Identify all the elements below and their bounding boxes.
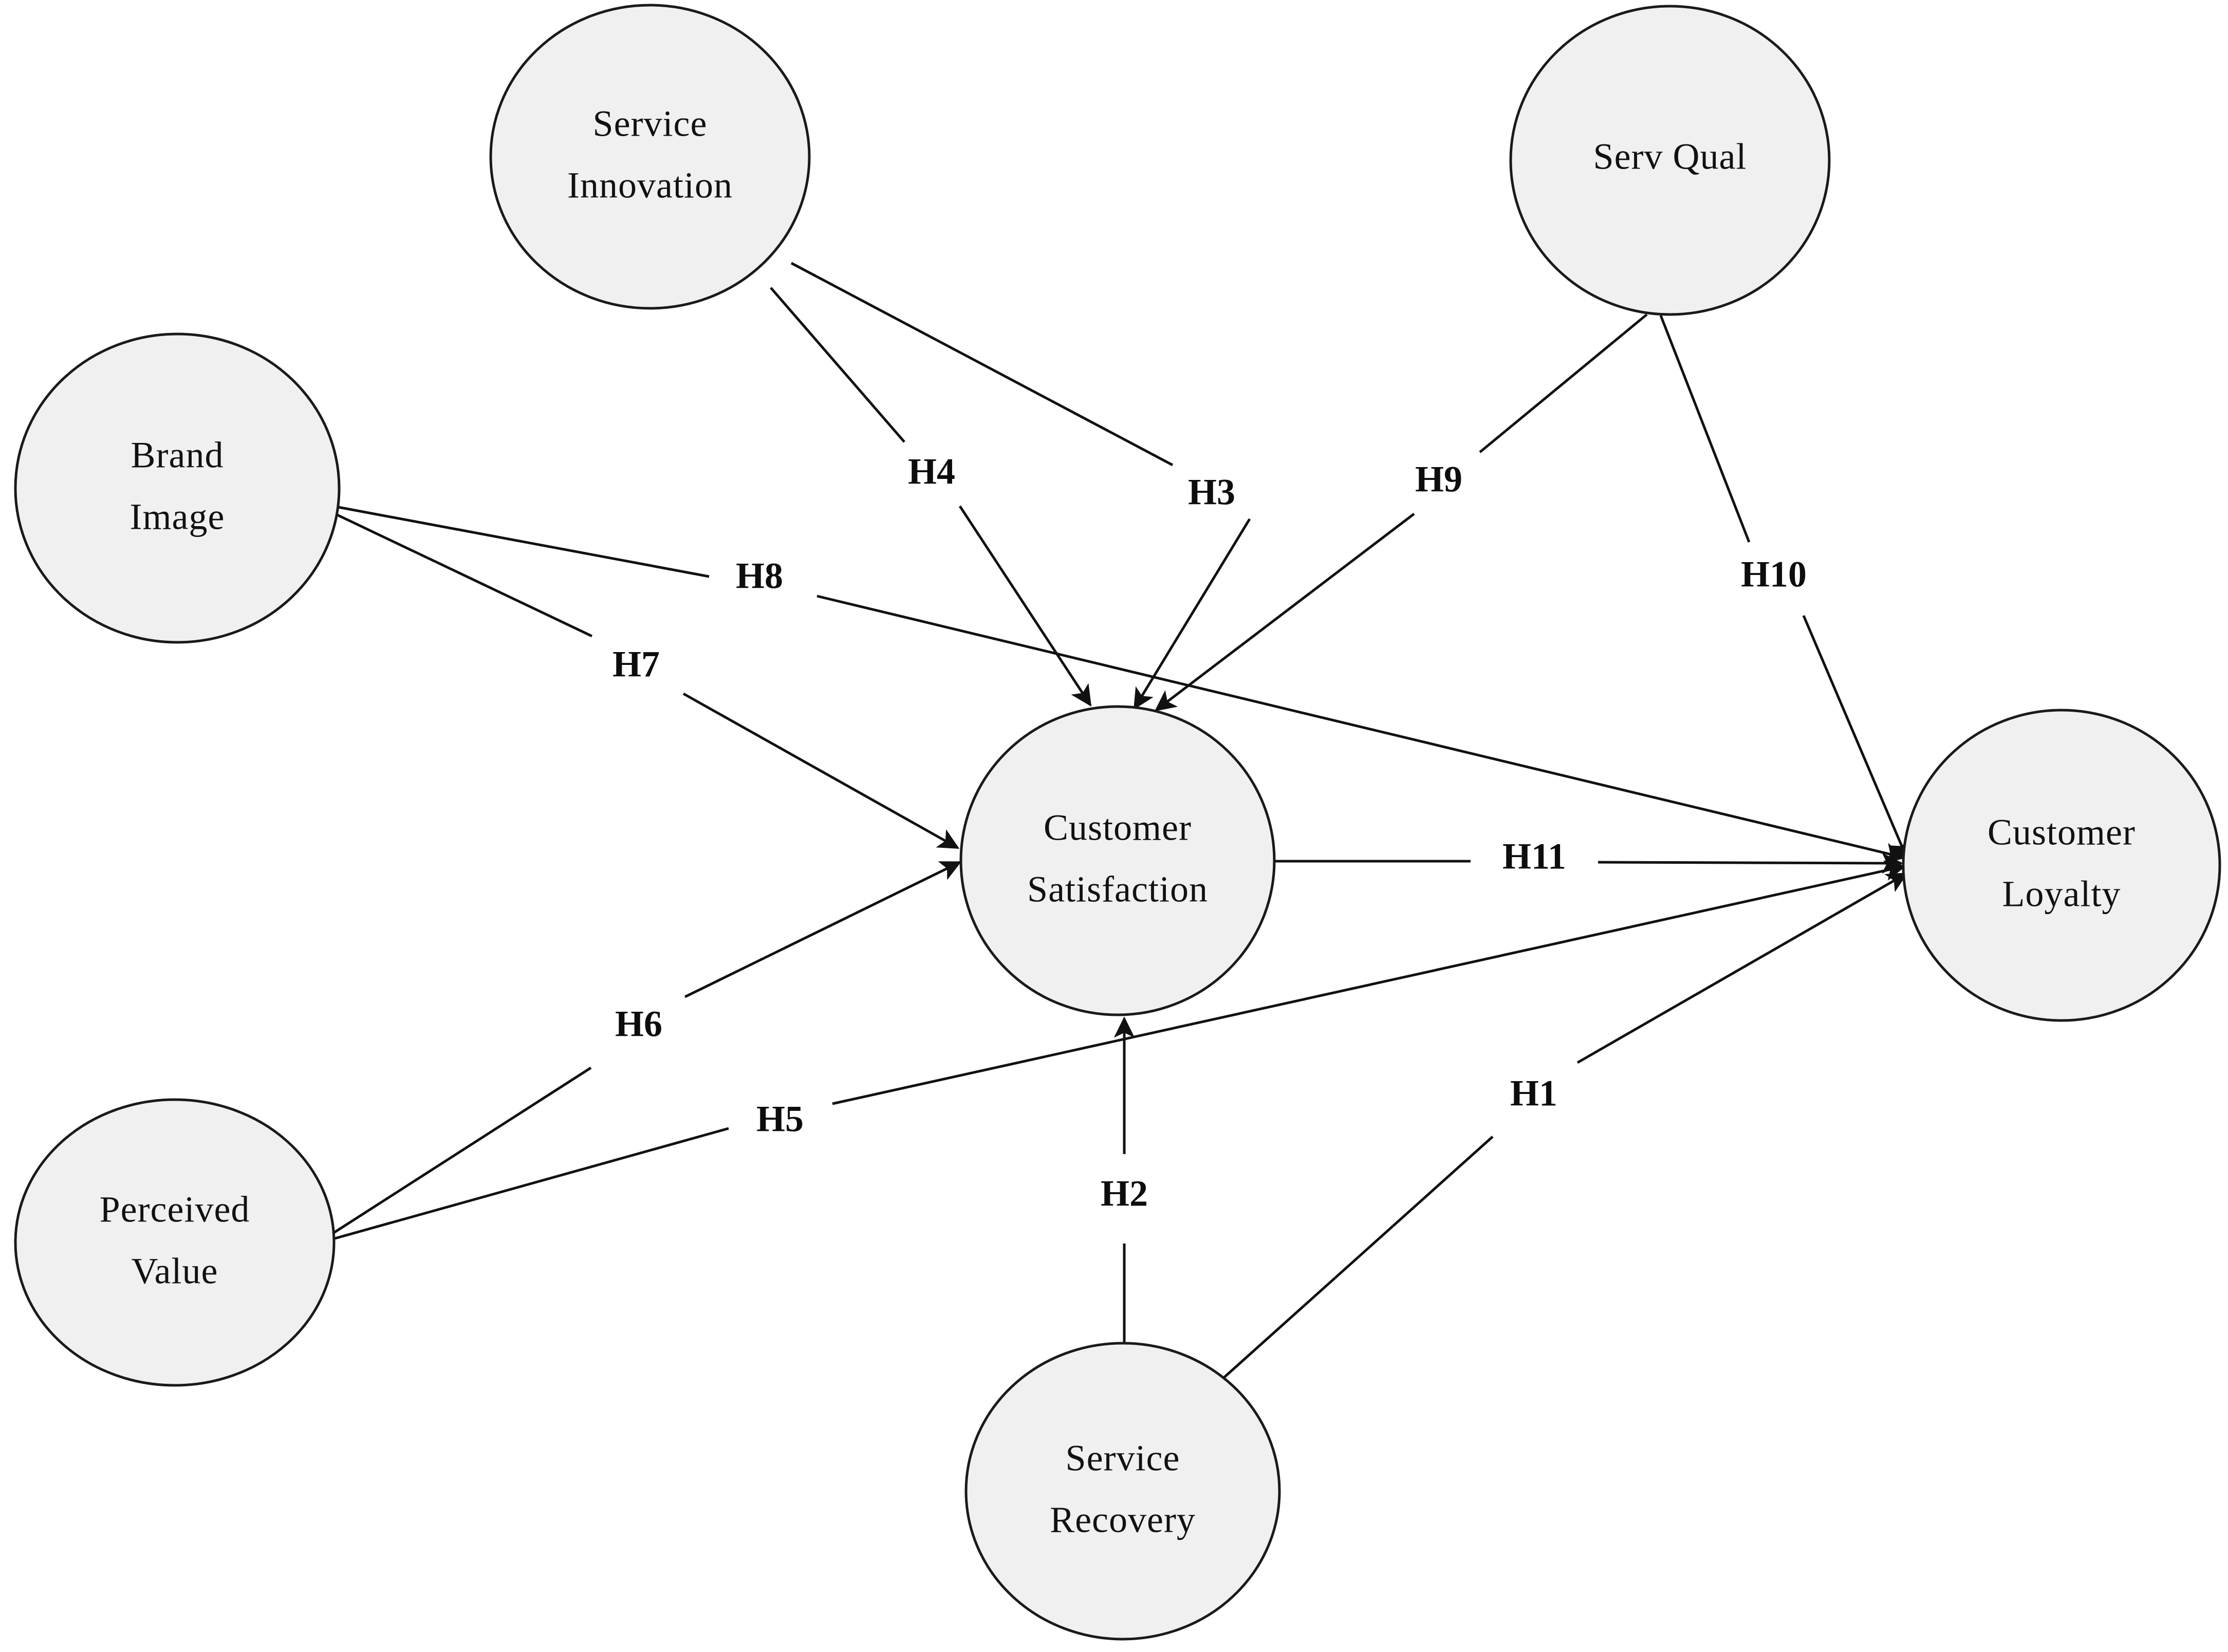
edge-label-H2: H2 — [1101, 1173, 1148, 1214]
edge-H5-line — [331, 1127, 729, 1241]
node-service-recovery-label-line2: Recovery — [1050, 1499, 1196, 1540]
edge-label-H10: H10 — [1741, 554, 1807, 595]
edge-labels-layer: H1 H2 H3 H4 H5 H6 H7 H8 H9 H10 H11 — [612, 451, 1807, 1214]
node-customer-satisfaction-label-line1: Customer — [1044, 807, 1192, 848]
node-brand-image-label-line1: Brand — [131, 435, 224, 476]
edge-label-H6: H6 — [615, 1004, 662, 1045]
node-service-innovation[interactable]: Service Innovation — [489, 4, 811, 310]
edge-label-H5: H5 — [756, 1099, 804, 1140]
edge-H9-line-2 — [1155, 513, 1415, 712]
node-customer-loyalty-shape[interactable] — [1902, 709, 2221, 1022]
node-perceived-value-label-line2: Value — [132, 1251, 218, 1292]
edge-label-H4: H4 — [908, 451, 955, 492]
node-brand-image-label-line2: Image — [130, 496, 225, 537]
node-customer-satisfaction-shape[interactable] — [959, 705, 1276, 1016]
edge-H7-line-2 — [682, 692, 960, 849]
node-serv-qual-shape[interactable] — [1509, 5, 1831, 316]
node-perceived-value-shape[interactable] — [14, 1098, 336, 1387]
edge-H3-line-2 — [1133, 518, 1251, 710]
edge-H1-line-2 — [1576, 872, 1908, 1064]
edge-H1-line — [1209, 1136, 1494, 1391]
node-service-innovation-label-line2: Innovation — [567, 165, 733, 206]
node-customer-loyalty-label-line1: Customer — [1988, 812, 2136, 853]
edge-H7-line — [334, 512, 593, 638]
edge-label-H3: H3 — [1188, 472, 1235, 513]
edge-H9-line — [1479, 313, 1648, 453]
edge-label-H9: H9 — [1415, 459, 1462, 500]
node-serv-qual[interactable]: Serv Qual — [1509, 5, 1831, 316]
node-service-recovery-label-line1: Service — [1066, 1438, 1180, 1479]
edge-H8-line-2 — [816, 595, 1906, 863]
node-service-recovery[interactable]: Service Recovery — [964, 1342, 1281, 1641]
edge-label-H1: H1 — [1510, 1073, 1557, 1114]
edge-H10-line — [1659, 315, 1751, 543]
edge-H6-line-2 — [684, 861, 962, 998]
node-perceived-value[interactable]: Perceived Value — [14, 1098, 336, 1387]
node-perceived-value-label-line1: Perceived — [100, 1189, 250, 1230]
edge-H8-line — [332, 505, 710, 578]
edge-H10-line-2 — [1802, 615, 1909, 861]
node-service-innovation-label-line1: Service — [593, 103, 708, 144]
nodes-layer: Service Innovation Serv Qual Brand Image… — [14, 4, 2221, 1641]
edge-H3-line — [790, 262, 1174, 467]
node-brand-image[interactable]: Brand Image — [14, 332, 341, 644]
edge-H6-line — [330, 1066, 592, 1236]
edge-label-H8: H8 — [736, 555, 783, 597]
node-service-recovery-shape[interactable] — [964, 1342, 1281, 1641]
node-customer-satisfaction[interactable]: Customer Satisfaction — [959, 705, 1276, 1016]
edge-H4-line-2 — [958, 505, 1092, 707]
edge-label-H7: H7 — [612, 644, 660, 685]
node-customer-loyalty[interactable]: Customer Loyalty — [1902, 709, 2221, 1022]
node-customer-satisfaction-label-line2: Satisfaction — [1027, 869, 1208, 910]
edge-label-H11: H11 — [1502, 836, 1566, 877]
node-service-innovation-shape[interactable] — [489, 4, 811, 310]
node-brand-image-shape[interactable] — [14, 332, 341, 644]
edge-H4-line — [770, 287, 905, 443]
node-customer-loyalty-label-line2: Loyalty — [2002, 874, 2121, 915]
edges-layer — [330, 262, 1909, 1391]
edge-H11-line-2 — [1598, 852, 1903, 874]
node-serv-qual-label-line1: Serv Qual — [1593, 136, 1747, 177]
edge-H5-line-2 — [832, 860, 1906, 1105]
